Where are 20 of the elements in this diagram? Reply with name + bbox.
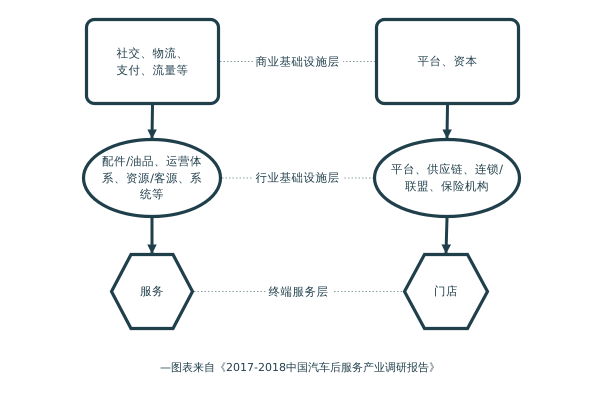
arrow bbox=[442, 104, 452, 139]
arrow bbox=[147, 218, 157, 254]
hexagon-node bbox=[110, 253, 194, 330]
edge-label: 商业基础设施层 bbox=[252, 54, 342, 69]
ellipse-node bbox=[82, 138, 222, 218]
arrow bbox=[147, 104, 157, 139]
hexagon-node bbox=[403, 253, 489, 330]
node-text: 服务 bbox=[140, 283, 164, 300]
edge-label: 行业基础设施层 bbox=[252, 170, 342, 186]
rounded-box bbox=[85, 18, 220, 105]
node-text: 平台、供应链、连锁/联盟、保险机构 bbox=[390, 161, 504, 195]
node-text: 平台、资本 bbox=[418, 53, 478, 70]
node-text: 门店 bbox=[434, 283, 458, 300]
edge-label: 终端服务层 bbox=[266, 284, 332, 299]
ellipse-node bbox=[373, 138, 521, 218]
caption: —图表来自《2017-2018中国汽车后服务产业调研报告》 bbox=[160, 361, 440, 374]
rounded-box bbox=[375, 18, 520, 105]
node-text: 配件/油品、运营体系、资源/客源、系统等 bbox=[101, 152, 203, 203]
node-text: 社交、物流、支付、流量等 bbox=[116, 44, 190, 78]
arrow bbox=[441, 218, 452, 254]
